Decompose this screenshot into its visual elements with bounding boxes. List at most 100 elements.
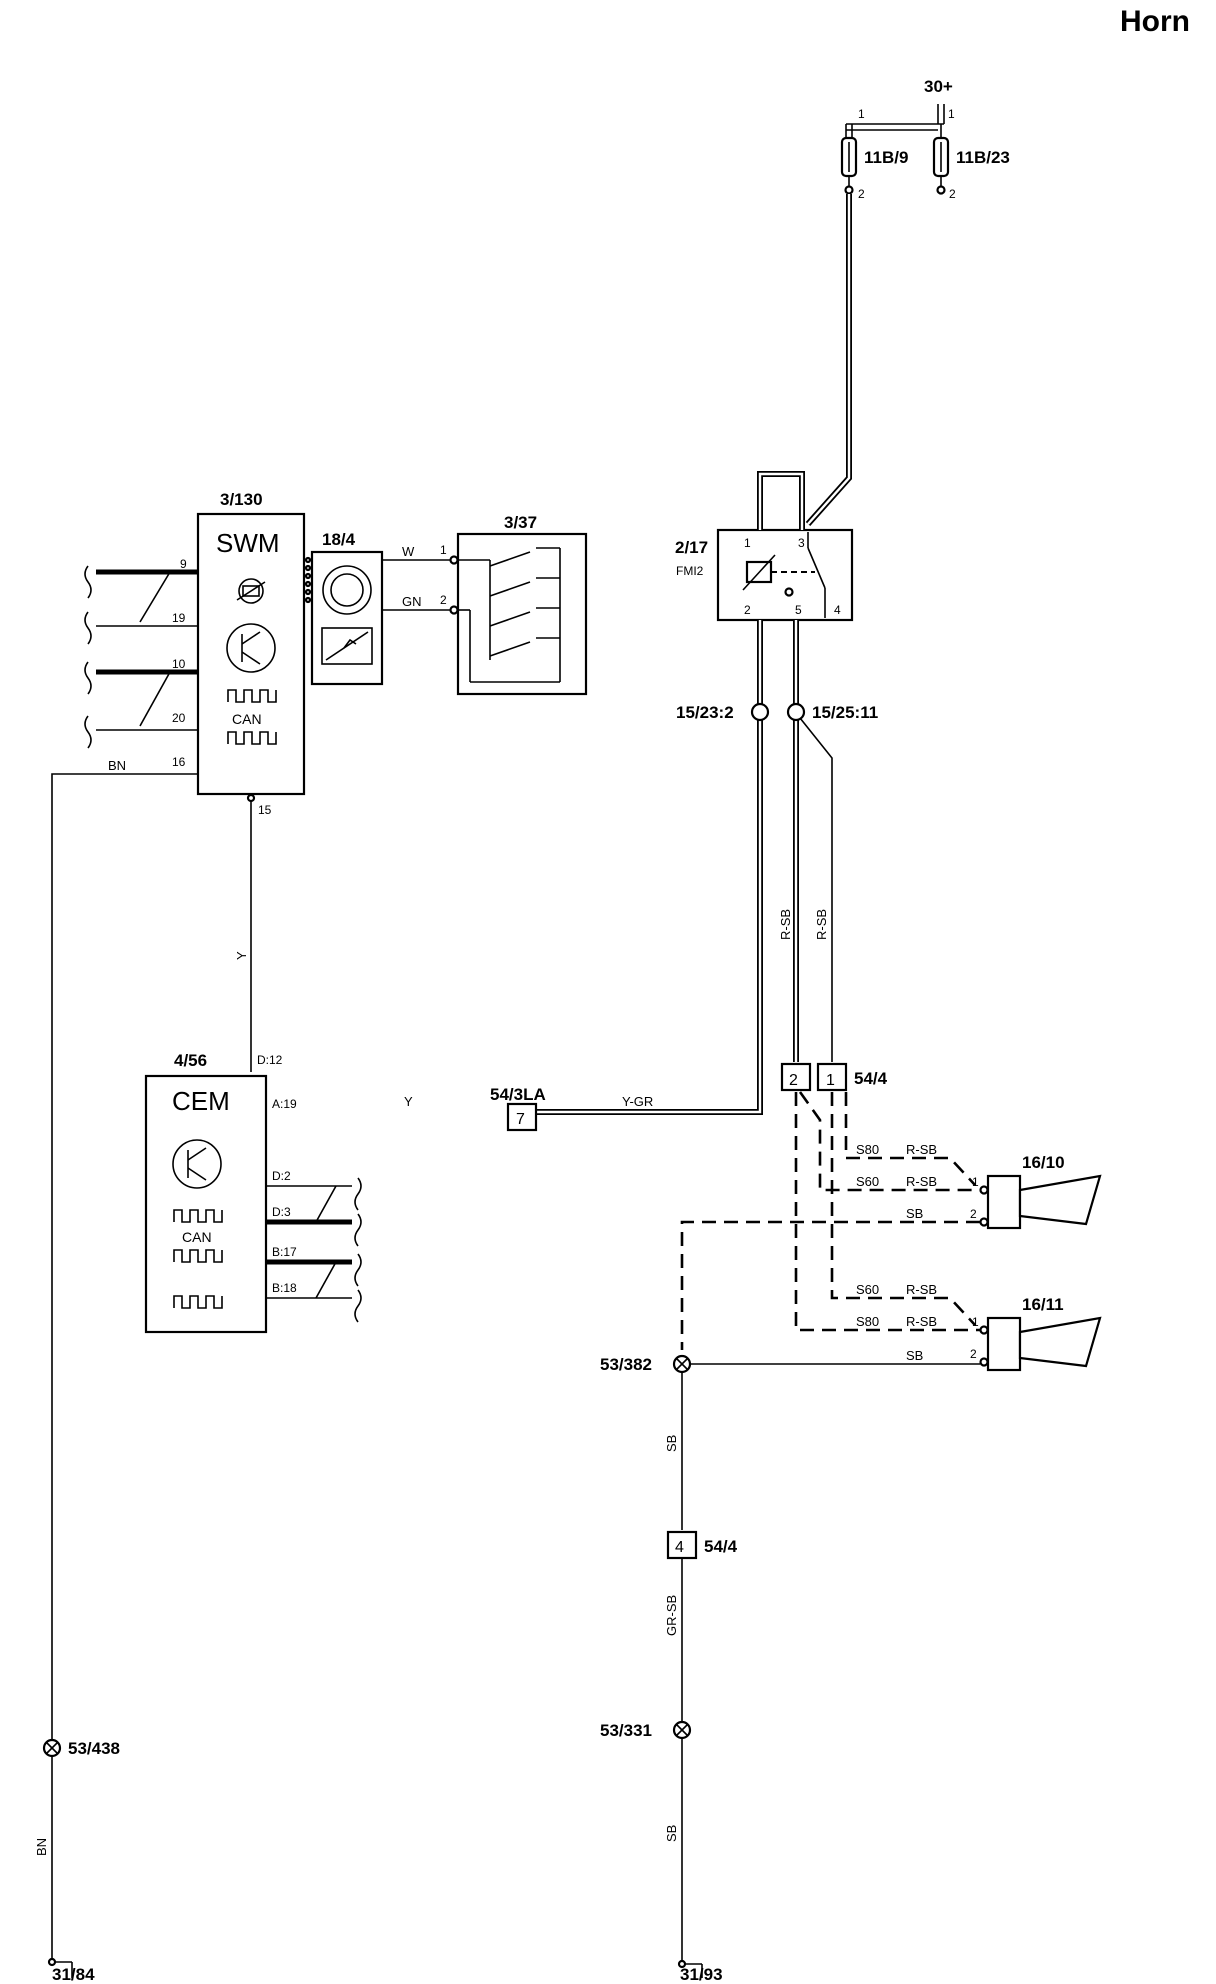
horn2-sb-label: SB bbox=[906, 1348, 923, 1363]
splice-15-25-label: 15/25:11 bbox=[812, 703, 878, 722]
splice-53-438 bbox=[42, 1738, 62, 1758]
diagram-title: Horn bbox=[1120, 5, 1190, 38]
wire-y-gr: Y-GR bbox=[622, 1094, 653, 1109]
cem-pin-d12: D:12 bbox=[257, 1053, 283, 1067]
cem-can-label: CAN bbox=[182, 1229, 212, 1245]
supply-bus bbox=[846, 104, 945, 131]
wire-y-cem: Y bbox=[404, 1094, 413, 1109]
horn-16-10 bbox=[979, 1174, 1102, 1230]
relay-to-horns-wire bbox=[793, 620, 833, 1062]
ground-31-93 bbox=[677, 1959, 687, 1969]
switch-pin-2: 2 bbox=[440, 593, 447, 607]
splice-15-23 bbox=[750, 702, 770, 722]
horn-16-11-label: 16/11 bbox=[1022, 1295, 1064, 1314]
cem-name: CEM bbox=[172, 1086, 230, 1116]
fuse-11b-9 bbox=[840, 124, 858, 195]
swm-pin-10: 10 bbox=[172, 657, 186, 671]
wire-w: W bbox=[402, 544, 415, 559]
relay-2-17 bbox=[716, 528, 854, 622]
connector-54-4-top bbox=[780, 1062, 848, 1092]
relay-pin-1: 1 bbox=[744, 536, 751, 550]
swm-can-label: CAN bbox=[232, 711, 262, 727]
horn-dashed-wiring bbox=[680, 1091, 980, 1350]
horn2-rsb-mid-label: R-SB bbox=[906, 1314, 937, 1329]
connector-54-3la bbox=[506, 1102, 538, 1132]
wire-bn-ground: BN bbox=[34, 1838, 49, 1856]
wire-gr-sb: GR-SB bbox=[664, 1595, 679, 1636]
splice-53-331 bbox=[672, 1720, 692, 1740]
swm-name: SWM bbox=[216, 528, 280, 558]
horn1-s80-label: S80 bbox=[856, 1142, 879, 1157]
splice-53-382 bbox=[672, 1354, 692, 1374]
fuse-a-pin-2: 2 bbox=[858, 187, 865, 201]
ground-31-84 bbox=[47, 1957, 57, 1967]
connector-54-4-pin-2: 2 bbox=[789, 1072, 798, 1089]
wire-sb-vertical-top: SB bbox=[664, 1435, 679, 1452]
switch-pin-1: 1 bbox=[440, 543, 447, 557]
cem-pin-a19: A:19 bbox=[272, 1097, 297, 1111]
cem-can-wires bbox=[266, 1177, 362, 1323]
wire-bn-swm: BN bbox=[108, 758, 126, 773]
horn2-pin-1: 1 bbox=[972, 1315, 979, 1329]
relay-pin-5: 5 bbox=[795, 603, 802, 617]
splice-53-382-label: 53/382 bbox=[600, 1355, 652, 1374]
horn2-s80-label: S80 bbox=[856, 1314, 879, 1329]
wire-r-sb-left: R-SB bbox=[778, 909, 793, 940]
splice-15-25 bbox=[786, 702, 806, 722]
fuse-to-relay-wire bbox=[805, 194, 852, 526]
relay-coil-feed-wire bbox=[757, 471, 805, 530]
relay-to-cem-wire bbox=[520, 620, 763, 1115]
bn-ground-wire bbox=[51, 773, 198, 1978]
horn1-s60-label: S60 bbox=[856, 1174, 879, 1189]
swm-can-wires bbox=[84, 565, 198, 749]
wire-y-swm-cem: Y bbox=[234, 951, 249, 960]
horn1-rsb-mid-label: R-SB bbox=[906, 1174, 937, 1189]
swm-pin-20: 20 bbox=[172, 711, 186, 725]
horn1-rsb-label: R-SB bbox=[906, 1142, 937, 1157]
horn-switch-3-37 bbox=[449, 532, 588, 696]
switch-wires bbox=[382, 559, 450, 611]
cem-module bbox=[144, 1074, 268, 1334]
relay-pin-2: 2 bbox=[744, 603, 751, 617]
connector-54-4-bottom bbox=[666, 1530, 698, 1560]
fuse-b-pin-1: 1 bbox=[948, 107, 955, 121]
horn1-sb-label: SB bbox=[906, 1206, 923, 1221]
connector-54-4-pin-4: 4 bbox=[675, 1539, 684, 1556]
clock-spring-label: 18/4 bbox=[322, 530, 356, 549]
fuse-11b-23-label: 11B/23 bbox=[956, 148, 1010, 167]
swm-pin-19: 19 bbox=[172, 611, 186, 625]
wire-sb-vertical-bottom: SB bbox=[664, 1825, 679, 1842]
relay-fmi2-label: FMI2 bbox=[676, 564, 704, 578]
fuse-11b-9-label: 11B/9 bbox=[864, 148, 908, 167]
swm-pin-16: 16 bbox=[172, 755, 186, 769]
connector-54-3la-pin-7: 7 bbox=[516, 1111, 525, 1128]
horn2-s60-label: S60 bbox=[856, 1282, 879, 1297]
swm-pin-9: 9 bbox=[180, 557, 187, 571]
wire-r-sb-right: R-SB bbox=[814, 909, 829, 940]
swm-label: 3/130 bbox=[220, 490, 263, 509]
ground-31-93-label: 31/93 bbox=[680, 1965, 723, 1984]
horn1-pin-1: 1 bbox=[972, 1175, 979, 1189]
cem-pin-b17: B:17 bbox=[272, 1245, 297, 1259]
horn2-rsb-top-label: R-SB bbox=[906, 1282, 937, 1297]
horn1-pin-2: 2 bbox=[970, 1207, 977, 1221]
cem-label: 4/56 bbox=[174, 1051, 207, 1070]
supply-label: 30+ bbox=[924, 77, 953, 96]
connector-54-3la-label: 54/3LA bbox=[490, 1085, 546, 1104]
swm-pin-15: 15 bbox=[258, 803, 272, 817]
splice-53-438-label: 53/438 bbox=[68, 1739, 120, 1758]
clock-spring-18-4 bbox=[310, 550, 384, 686]
ground-chain-right bbox=[681, 1364, 703, 1978]
horn-16-10-label: 16/10 bbox=[1022, 1153, 1065, 1172]
splice-15-23-label: 15/23:2 bbox=[676, 703, 734, 722]
connector-54-4-top-label: 54/4 bbox=[854, 1069, 888, 1088]
fuse-a-pin-1: 1 bbox=[858, 107, 865, 121]
relay-pin-3: 3 bbox=[798, 536, 805, 550]
cem-pin-d3: D:3 bbox=[272, 1205, 291, 1219]
cem-pin-d2: D:2 bbox=[272, 1169, 291, 1183]
horn2-pin-2: 2 bbox=[970, 1347, 977, 1361]
relay-label: 2/17 bbox=[675, 538, 708, 557]
ground-31-84-label: 31/84 bbox=[52, 1965, 95, 1984]
horn-16-11 bbox=[979, 1316, 1102, 1372]
